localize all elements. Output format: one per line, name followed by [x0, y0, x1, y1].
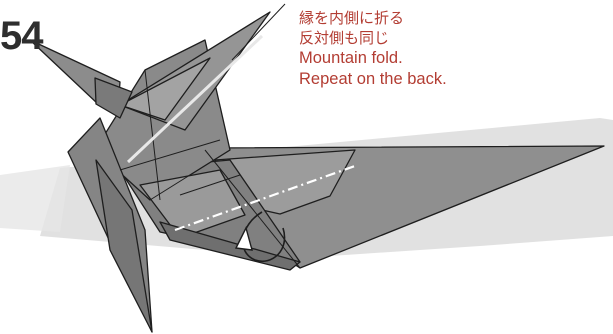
backdrop-band-fade	[0, 165, 70, 232]
middle-flap	[139, 169, 246, 239]
crest-highlight	[126, 34, 264, 164]
instruction-en-line2: Repeat on the back.	[299, 70, 447, 88]
mountain-fold-line	[174, 164, 356, 232]
front-leg-inner	[95, 159, 153, 333]
leader-line	[231, 3, 286, 61]
bottom-strip	[159, 221, 301, 271]
instruction-text: 縁を内側に折る 反対側も同じ Mountain fold. Repeat on …	[299, 8, 599, 90]
origami-model	[29, 11, 605, 333]
head	[94, 77, 133, 119]
instruction-jp-line2: 反対側も同じ	[299, 29, 390, 47]
fold-arrow-head	[234, 226, 253, 251]
crest-fold	[119, 57, 211, 121]
instruction-en-line1: Mountain fold.	[299, 49, 403, 67]
crease-lines	[119, 69, 301, 269]
fold-arrow	[242, 211, 286, 263]
step-number: 54	[0, 14, 43, 58]
instruction-jp-line1: 縁を内側に折る	[299, 9, 405, 27]
